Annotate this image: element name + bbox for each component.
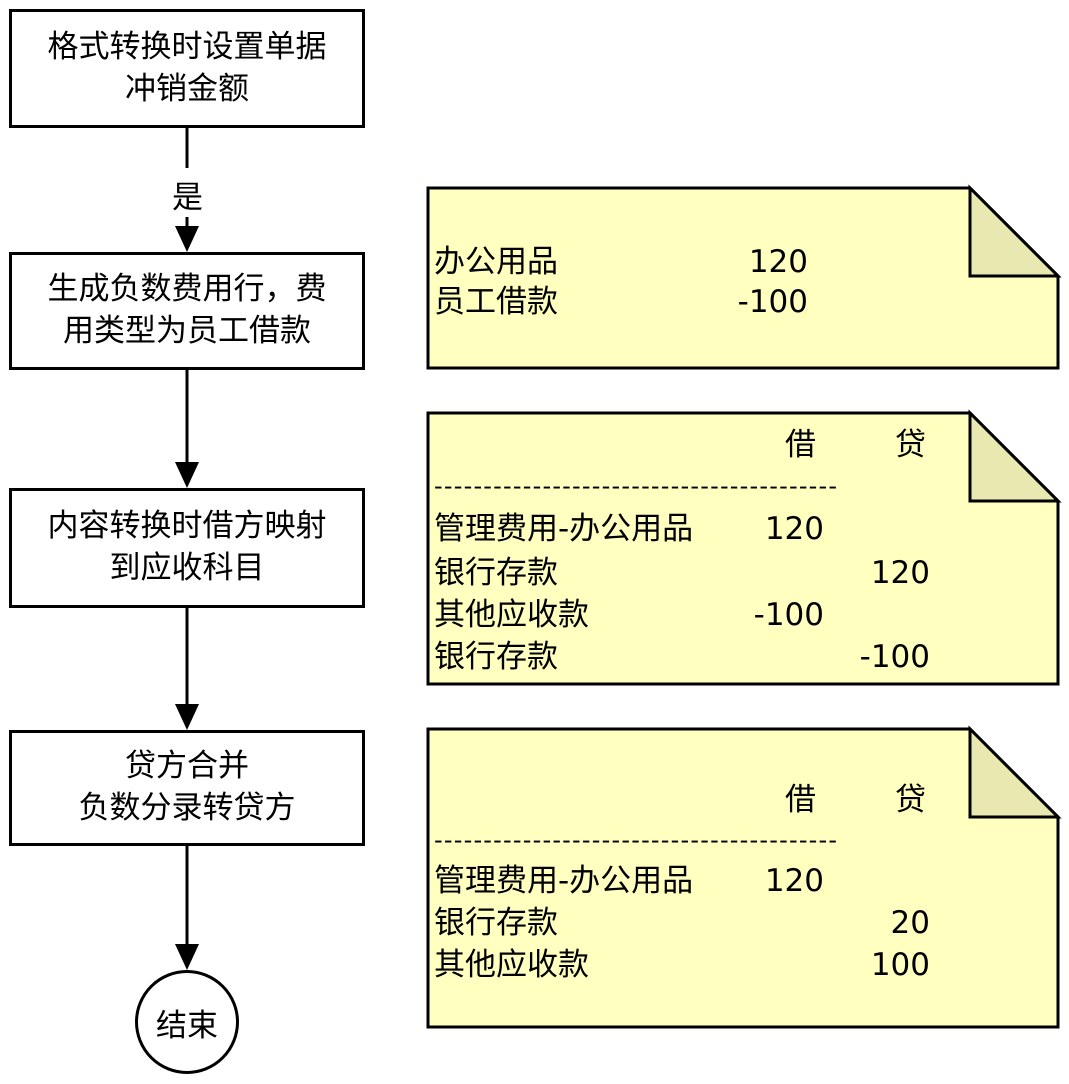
arrowhead-icon (175, 226, 199, 252)
note-shape-2 (426, 409, 1062, 686)
header-credit: 贷 (895, 782, 926, 818)
note-row-name: 员工借款 (434, 284, 558, 320)
end-node: 结束 (135, 970, 239, 1074)
step-line: 内容转换时借方映射 (47, 508, 327, 545)
note-row-debit: -100 (753, 597, 824, 633)
step-line: 格式转换时设置单据 (47, 28, 327, 65)
note-divider: ----------------------------------------… (434, 472, 839, 500)
step-line: 到应收科目 (109, 550, 265, 586)
note-shape-3 (426, 725, 1062, 1029)
note-row-name: 其他应收款 (434, 597, 589, 633)
step-line: 冲销金额 (125, 70, 249, 107)
note-row-name: 其他应收款 (434, 947, 589, 983)
note-row-credit: 100 (870, 947, 930, 983)
arrowhead-icon (175, 462, 199, 488)
note-row-amount: -100 (737, 284, 808, 320)
flow-step-credit-merge: 贷方合并 负数分录转贷方 (9, 730, 365, 846)
note-shape-1 (426, 184, 1062, 370)
step-line: 负数分录转贷方 (78, 790, 296, 826)
note-row-name: 银行存款 (434, 639, 558, 675)
step-line: 生成负数费用行，费 (47, 271, 327, 308)
header-debit: 借 (785, 782, 816, 818)
arrowhead-icon (175, 944, 199, 970)
step-line: 用类型为员工借款 (63, 313, 311, 349)
edge-label-yes: 是 (170, 172, 205, 217)
note-row-name: 管理费用-办公用品 (434, 863, 694, 899)
flow-step-generate-negative-line: 生成负数费用行，费 用类型为员工借款 (9, 252, 365, 370)
note-row-name: 银行存款 (434, 555, 558, 591)
header-credit: 贷 (895, 427, 926, 463)
connector-step2-step3 (175, 370, 199, 488)
connector-step3-step4 (175, 608, 199, 730)
header-debit: 借 (785, 427, 816, 463)
step-line: 贷方合并 (125, 748, 249, 785)
note-row-credit: 20 (890, 905, 930, 941)
note-row-name: 办公用品 (434, 244, 558, 280)
arrowhead-icon (175, 704, 199, 730)
flow-step-set-writeoff-amount: 格式转换时设置单据 冲销金额 (9, 9, 365, 128)
note-row-debit: 120 (764, 511, 824, 547)
note-row-debit: 120 (764, 863, 824, 899)
flow-step-debit-mapping: 内容转换时借方映射 到应收科目 (9, 488, 365, 608)
note-row-amount: 120 (748, 244, 808, 280)
connector-step4-end (175, 846, 199, 970)
connector-step1-step2 (175, 128, 199, 252)
note-row-credit: 120 (870, 555, 930, 591)
note-row-name: 银行存款 (434, 905, 558, 941)
note-divider: ----------------------------------------… (434, 826, 839, 854)
note-row-name: 管理费用-办公用品 (434, 511, 694, 547)
note-row-credit: -100 (859, 639, 930, 675)
